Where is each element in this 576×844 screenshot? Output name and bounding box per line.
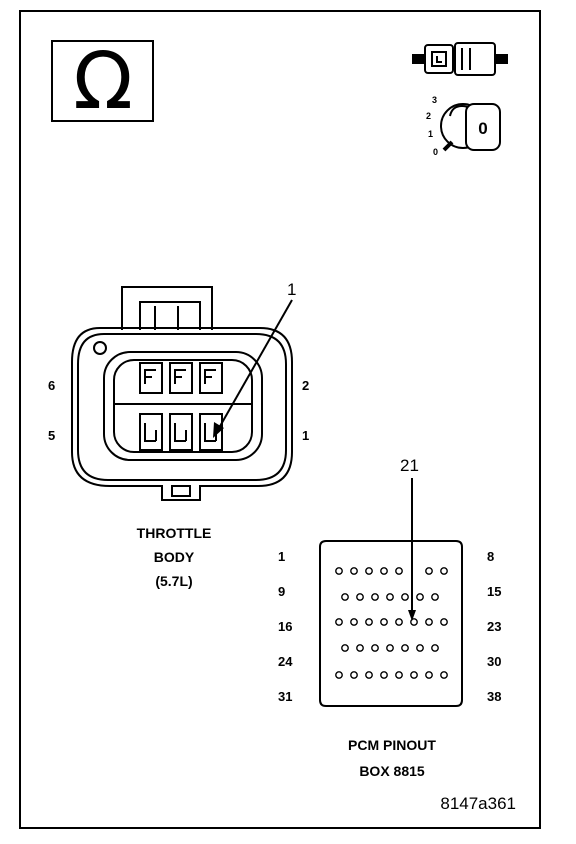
pcm-row-end-8: 8 bbox=[487, 549, 494, 564]
outer-frame bbox=[19, 10, 541, 829]
disconnect-connector-icon bbox=[412, 42, 508, 76]
throttle-pin-1: 1 bbox=[302, 428, 309, 443]
pcm-pin-30 bbox=[335, 671, 343, 679]
pcm-pin-31 bbox=[350, 671, 358, 679]
pcm-pin-6 bbox=[425, 567, 433, 575]
pcm-pin-5 bbox=[395, 567, 403, 575]
switch-pos-0: 0 bbox=[433, 147, 438, 157]
pcm-pin-2 bbox=[350, 567, 358, 575]
pcm-pin-26 bbox=[386, 644, 394, 652]
throttle-connector bbox=[71, 286, 293, 501]
pcm-pin-28 bbox=[416, 644, 424, 652]
pcm-pin-22 bbox=[440, 618, 448, 626]
pcm-pin-35 bbox=[410, 671, 418, 679]
pcm-row-start-16: 16 bbox=[278, 619, 292, 634]
throttle-pin-2: 2 bbox=[302, 378, 309, 393]
pcm-pin-18 bbox=[380, 618, 388, 626]
pcm-pin-4 bbox=[380, 567, 388, 575]
pcm-pin-11 bbox=[386, 593, 394, 601]
switch-pos-2: 2 bbox=[426, 111, 431, 121]
pcm-pin-37 bbox=[440, 671, 448, 679]
pcm-pin-23 bbox=[341, 644, 349, 652]
pcm-pin-19 bbox=[395, 618, 403, 626]
throttle-caption-line1: THROTTLE bbox=[137, 525, 212, 541]
pcm-pin-33 bbox=[380, 671, 388, 679]
pcm-caption-line2: BOX 8815 bbox=[359, 763, 425, 779]
pcm-row-start-31: 31 bbox=[278, 689, 292, 704]
pcm-pin-grid bbox=[335, 567, 448, 679]
pcm-pin-25 bbox=[371, 644, 379, 652]
pcm-pin-1 bbox=[335, 567, 343, 575]
pcm-row-end-15: 15 bbox=[487, 584, 501, 599]
pcm-pin-36 bbox=[425, 671, 433, 679]
pcm-pin-12 bbox=[401, 593, 409, 601]
pcm-connector-outline bbox=[319, 540, 463, 707]
pcm-pin-16 bbox=[350, 618, 358, 626]
pcm-pin-17 bbox=[365, 618, 373, 626]
pcm-row-end-30: 30 bbox=[487, 654, 501, 669]
pcm-pin-15 bbox=[335, 618, 343, 626]
figure-id: 8147a361 bbox=[440, 794, 516, 813]
pcm-pin-7 bbox=[440, 567, 448, 575]
throttle-callout-number: 1 bbox=[287, 280, 296, 299]
pcm-callout-arrowhead bbox=[408, 610, 416, 621]
pcm-caption-line1: PCM PINOUT bbox=[348, 737, 436, 753]
pcm-pin-20 bbox=[410, 618, 418, 626]
pcm-callout-number: 21 bbox=[400, 456, 419, 475]
pcm-row-end-23: 23 bbox=[487, 619, 501, 634]
pcm-pin-3 bbox=[365, 567, 373, 575]
switch-pos-1: 1 bbox=[428, 129, 433, 139]
pcm-pin-29 bbox=[431, 644, 439, 652]
throttle-callout-arrowhead bbox=[213, 422, 224, 438]
pcm-pin-24 bbox=[356, 644, 364, 652]
pcm-pin-21 bbox=[425, 618, 433, 626]
omega-symbol: Ω bbox=[73, 37, 133, 127]
pcm-row-start-24: 24 bbox=[278, 654, 293, 669]
pcm-row-start-9: 9 bbox=[278, 584, 285, 599]
pcm-pin-14 bbox=[431, 593, 439, 601]
pcm-pin-32 bbox=[365, 671, 373, 679]
throttle-callout-leader bbox=[218, 299, 293, 429]
pcm-row-end-38: 38 bbox=[487, 689, 501, 704]
key-label: 0 bbox=[478, 119, 487, 138]
ignition-switch-icon: 3 2 1 0 0 bbox=[426, 95, 501, 157]
throttle-caption-line2: BODY bbox=[154, 549, 195, 565]
pcm-pin-13 bbox=[416, 593, 424, 601]
switch-pos-3: 3 bbox=[432, 95, 437, 105]
pcm-pin-34 bbox=[395, 671, 403, 679]
pcm-pin-10 bbox=[371, 593, 379, 601]
throttle-pin-6: 6 bbox=[48, 378, 55, 393]
pcm-pin-8 bbox=[341, 593, 349, 601]
pcm-pin-9 bbox=[356, 593, 364, 601]
throttle-pin-5: 5 bbox=[48, 428, 55, 443]
ohmmeter-icon: Ω bbox=[51, 37, 154, 127]
throttle-caption-line3: (5.7L) bbox=[155, 573, 192, 589]
pcm-row-start-1: 1 bbox=[278, 549, 285, 564]
pcm-pin-27 bbox=[401, 644, 409, 652]
